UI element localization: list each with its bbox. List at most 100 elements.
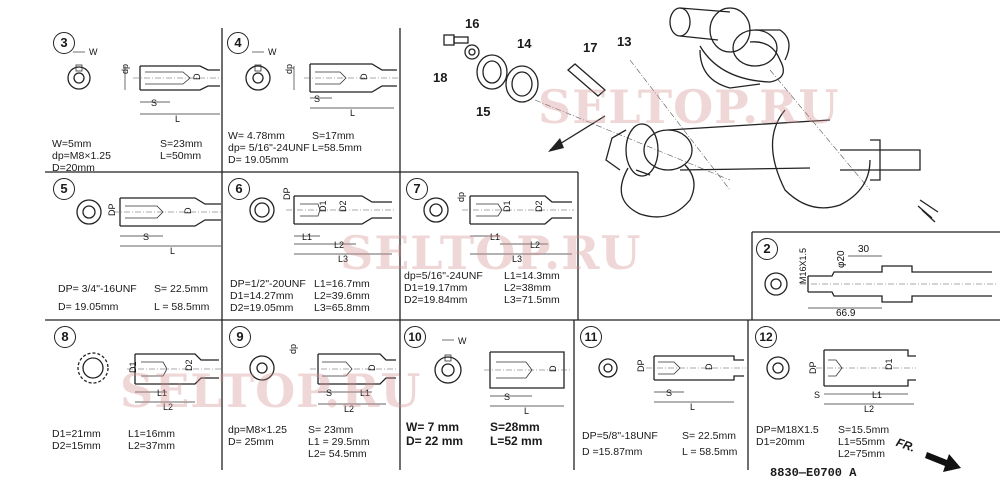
cell-7-number: 7 (406, 178, 428, 200)
cell-12-drawing: DP D1 S L1 L2 (766, 349, 916, 414)
cell-3-drawing: W dp D S L (67, 47, 223, 124)
cell-2-dia-label: φ20 (836, 250, 847, 268)
cell-5-d-label: D (183, 207, 193, 214)
callout-17: 17 (583, 40, 598, 55)
cell-10-s-label: S (504, 392, 510, 402)
watermark-1: SELTOP.RU (538, 80, 840, 134)
cell-9-l2-label: L2 (344, 404, 354, 414)
cell-12-d1-label: D1 (884, 358, 894, 370)
cell-12-number: 12 (755, 326, 777, 348)
crankshaft-exploded-view (443, 7, 939, 223)
cell-10-drawing: W D S L (434, 336, 570, 416)
cell-11-l-label: L (690, 402, 695, 412)
cell-12-l2-label: L2 (864, 404, 874, 414)
watermark-3: SELTOP.RU (120, 364, 422, 418)
cell-9-drawing: dp D S L1 L2 (249, 344, 398, 414)
cell-7-drawing: dp D1 D2 L1 L2 L3 (423, 192, 574, 264)
cell-4-d-label: D (359, 73, 369, 80)
cell-7-l3-label: L3 (512, 254, 522, 264)
cell-3-number: 3 (53, 32, 75, 54)
cell-7-dp-label: dp (456, 192, 466, 202)
cell-5-drawing: DP D S L (76, 197, 223, 256)
cell-4-dp-label: dp (284, 64, 294, 74)
cell-6-l1-label: L1 (302, 232, 312, 242)
cell-12-s-label: S (814, 390, 820, 400)
cell-3-d-label: D (192, 73, 202, 80)
cell-12-l1-label: L1 (872, 390, 882, 400)
cell-4-drawing: W dp D S L (245, 47, 400, 118)
watermark-2: SELTOP.RU (340, 226, 642, 280)
cell-6-drawing: DP D1 D2 L1 L2 L3 (249, 187, 396, 264)
cell-9-l1-label: L1 (360, 388, 370, 398)
cell-5-s-label: S (143, 232, 149, 242)
callout-13: 13 (617, 34, 632, 49)
cell-9-number: 9 (229, 326, 251, 348)
cell-3-w-label: W (89, 47, 98, 57)
cell-3-dp-label: dp (120, 64, 130, 74)
cell-9-dp-label: dp (288, 344, 298, 354)
cell-11-drawing: DP D S L (598, 355, 746, 412)
drawing-code: 8830—E0700 A (770, 466, 857, 480)
cell-2-number: 2 (756, 238, 778, 260)
cell-3-s-label: S (151, 98, 157, 108)
cell-10-d-label: D (548, 365, 558, 372)
cell-2-len669-label: 66.9 (836, 308, 856, 318)
cell-4-l-label: L (350, 108, 355, 118)
cell-5-number: 5 (53, 178, 75, 200)
cell-4-s-label: S (314, 94, 320, 104)
cell-8-l2-label: L2 (163, 402, 173, 412)
cell-6-l2-label: L2 (334, 240, 344, 250)
cell-11-number: 11 (580, 326, 602, 348)
cell-5-dp-label: DP (107, 203, 117, 216)
cell-7-l2-label: L2 (530, 240, 540, 250)
cell-4-w-label: W (268, 47, 277, 57)
cell-6-number: 6 (228, 178, 250, 200)
cell-10-l-label: L (524, 406, 529, 416)
cell-11-d-label: D (704, 363, 714, 370)
cell-4-number: 4 (227, 32, 249, 54)
cell-2-thread-label: M16X1.5 (798, 248, 808, 284)
cell-7-d2-label: D2 (534, 200, 544, 212)
cell-6-l3-label: L3 (338, 254, 348, 264)
cell-3-l-label: L (175, 114, 180, 124)
cell-7-d1-label: D1 (502, 200, 512, 212)
callout-15: 15 (476, 104, 491, 119)
front-arrow-icon (925, 452, 961, 472)
cell-9-s-label: S (326, 388, 332, 398)
lower-crankshaft (605, 109, 939, 223)
cell-8-drawing: D1 D2 L1 L2 (77, 352, 221, 412)
cell-5-l-label: L (170, 246, 175, 256)
cell-9-d-label: D (367, 364, 377, 371)
cell-2-len30-label: 30 (858, 244, 870, 255)
cell-8-l1-label: L1 (157, 388, 167, 398)
callout-14: 14 (517, 36, 532, 51)
cell-8-d1-label: D1 (128, 361, 138, 373)
cell-8-number: 8 (54, 326, 76, 348)
cell-6-d1-label: D1 (318, 200, 328, 212)
callout-16: 16 (465, 16, 480, 31)
callout-18: 18 (433, 70, 448, 85)
cell-6-d2-label: D2 (338, 200, 348, 212)
cell-8-d2-label: D2 (184, 359, 194, 371)
upper-crankshaft (669, 7, 790, 89)
cell-6-dp-label: DP (282, 187, 292, 200)
bolt-part (443, 34, 469, 46)
cell-10-w-label: W (458, 336, 467, 346)
cell-11-dp-label: DP (636, 359, 646, 372)
cell-12-dp-label: DP (808, 361, 818, 374)
cell-11-s-label: S (666, 388, 672, 398)
cell-7-l1-label: L1 (490, 232, 500, 242)
cell-2-drawing: M16X1.5 φ20 30 66.9 (764, 244, 996, 318)
cell-10-number: 10 (404, 326, 426, 348)
